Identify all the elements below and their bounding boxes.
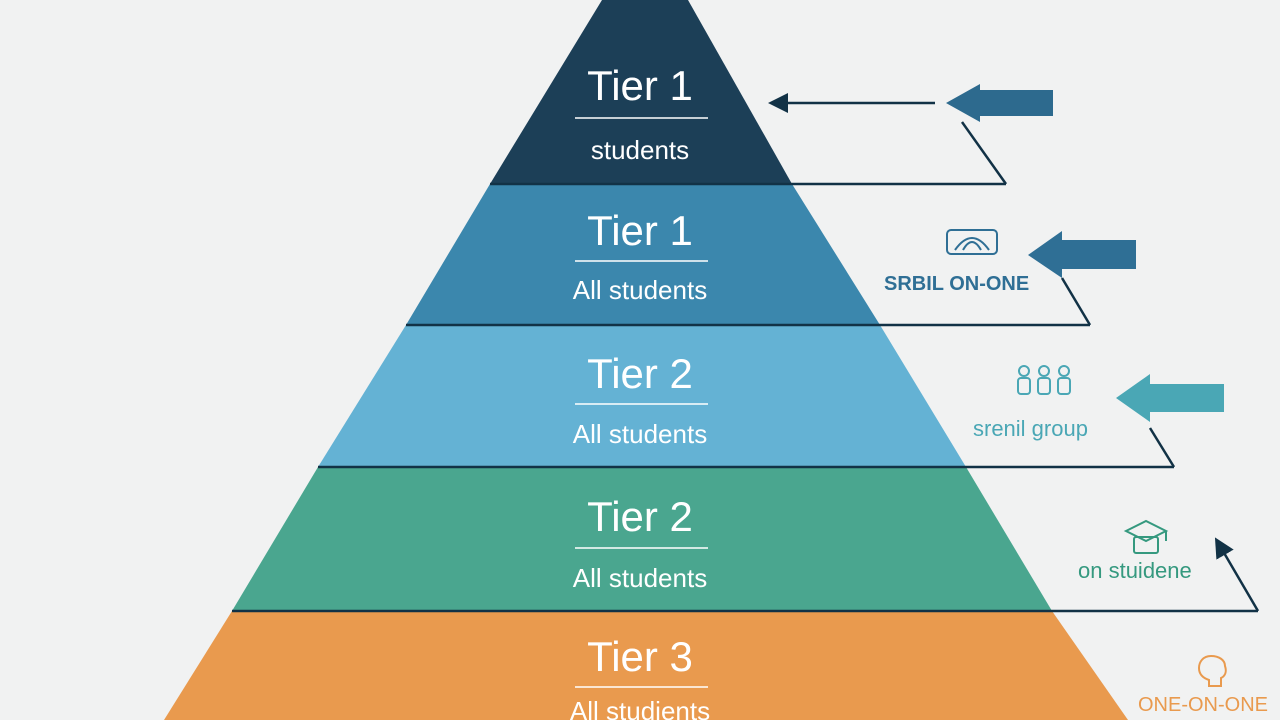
tier-1-connector	[960, 121, 1008, 185]
tier-2-band	[406, 184, 880, 325]
callout-tier-4-label: on stuidene	[1078, 558, 1192, 583]
tier-4-pointer	[1214, 537, 1260, 612]
tier-2-title: Tier 1	[587, 207, 693, 254]
tier-5-title: Tier 3	[587, 633, 693, 680]
people-icon	[1017, 365, 1071, 395]
tier-4-title: Tier 2	[587, 493, 693, 540]
tier-1-band	[490, 0, 792, 184]
tier-3-band	[318, 325, 966, 467]
callout-arrows	[946, 84, 1224, 422]
tier-1-arrow-icon	[946, 84, 1053, 122]
callout-tier-3-label: srenil group	[973, 416, 1088, 441]
tier-3-arrow-icon	[1116, 374, 1224, 422]
callout-tier-2-label: SRBIL ON-ONE	[884, 273, 1029, 295]
tier-2-connector	[1060, 277, 1092, 326]
pyramid-tiers	[164, 0, 1128, 720]
tier-3-connector	[1148, 427, 1176, 468]
group-icon	[946, 229, 998, 255]
tier-2-subtitle: All students	[573, 275, 707, 305]
tier-5-band	[164, 611, 1128, 720]
tier-dividers	[232, 182, 1258, 613]
tier-4-subtitle: All students	[573, 563, 707, 593]
tier-5-subtitle: All studients	[570, 696, 710, 720]
person-head-icon	[1197, 654, 1227, 687]
callout-labels: SRBIL ON-ONE srenil group on stuidene ON…	[884, 273, 1268, 716]
callout-tier-5-label: ONE-ON-ONE	[1138, 694, 1268, 716]
tier-3-subtitle: All students	[573, 419, 707, 449]
tier-4-band	[232, 467, 1052, 611]
tier-1-title: Tier 1	[587, 62, 693, 109]
callout-connectors	[768, 93, 1260, 612]
graduation-icon	[1123, 519, 1169, 554]
tier-2-arrow-icon	[1028, 231, 1136, 278]
tier-3-title: Tier 2	[587, 350, 693, 397]
tier-1-subtitle: students	[591, 135, 689, 165]
tier-labels: Tier 1 students Tier 1 All students Tier…	[570, 62, 710, 720]
